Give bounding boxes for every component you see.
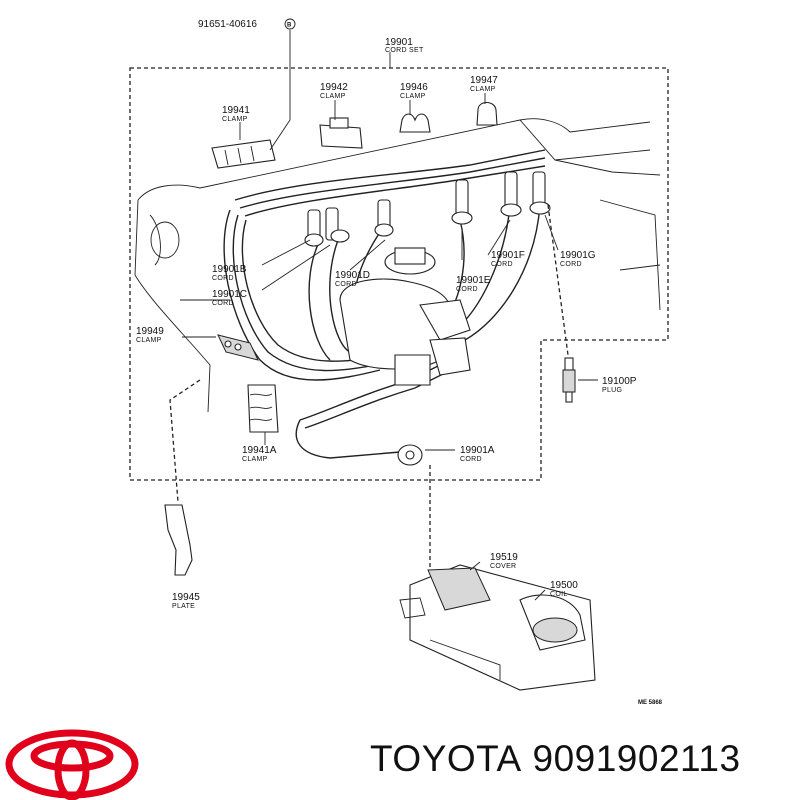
label-19946: 19946 bbox=[400, 82, 428, 93]
label-19901f: 19901F bbox=[491, 250, 525, 261]
part-number: 9091902113 bbox=[532, 738, 741, 779]
distributor bbox=[339, 247, 471, 386]
diagram-code: ME 5868 bbox=[638, 700, 663, 706]
label-19942: 19942 bbox=[320, 82, 348, 93]
svg-text:CORD: CORD bbox=[560, 261, 582, 268]
svg-text:CORD: CORD bbox=[335, 281, 357, 288]
label-19945: 19945 bbox=[172, 592, 200, 603]
svg-text:CLAMP: CLAMP bbox=[242, 456, 268, 463]
label-19901g: 19901G bbox=[560, 250, 596, 261]
label-19901c: 19901C bbox=[212, 289, 247, 300]
label-19949: 19949 bbox=[136, 326, 164, 337]
toyota-logo bbox=[5, 729, 139, 800]
svg-text:CORD SET: CORD SET bbox=[385, 47, 424, 54]
clamp-19949 bbox=[217, 334, 259, 361]
label-19901b: 19901B bbox=[212, 264, 247, 275]
label-91651-40616: 91651-40616 bbox=[198, 19, 257, 30]
brand-name: TOYOTA bbox=[370, 738, 522, 779]
ignition-coil bbox=[399, 564, 596, 691]
svg-text:COVER: COVER bbox=[490, 563, 516, 570]
svg-text:CORD: CORD bbox=[212, 300, 234, 307]
label-19901: 19901 bbox=[385, 37, 413, 48]
ignition-wire-bundle bbox=[223, 149, 546, 429]
label-19901d: 19901D bbox=[335, 270, 370, 281]
svg-text:CLAMP: CLAMP bbox=[222, 116, 248, 123]
label-19500: 19500 bbox=[550, 580, 578, 591]
svg-text:B: B bbox=[287, 23, 292, 29]
plate-19945 bbox=[164, 379, 201, 576]
svg-text:PLUG: PLUG bbox=[602, 387, 622, 394]
svg-text:CORD: CORD bbox=[456, 286, 478, 293]
coil-cord bbox=[295, 419, 431, 570]
label-19941: 19941 bbox=[222, 105, 250, 116]
cord-set-boundary bbox=[129, 67, 669, 481]
label-19901a: 19901A bbox=[460, 445, 495, 456]
label-19947: 19947 bbox=[470, 75, 498, 86]
label-19519: 19519 bbox=[490, 552, 518, 563]
svg-text:CORD: CORD bbox=[212, 275, 234, 282]
brand-line: TOYOTA 9091902113 bbox=[370, 738, 741, 780]
top-clamps bbox=[211, 101, 498, 169]
svg-text:CORD: CORD bbox=[491, 261, 513, 268]
svg-text:CLAMP: CLAMP bbox=[470, 86, 496, 93]
svg-text:CORD: CORD bbox=[460, 456, 482, 463]
spark-plug bbox=[547, 204, 576, 403]
label-19941a: 19941A bbox=[242, 445, 277, 456]
svg-text:CLAMP: CLAMP bbox=[320, 93, 346, 100]
label-19901e: 19901E bbox=[456, 275, 491, 286]
clamp-19941a bbox=[247, 384, 279, 433]
label-19100p: 19100P bbox=[602, 376, 637, 387]
callout-marker bbox=[284, 18, 296, 30]
engine-block bbox=[134, 118, 661, 413]
svg-text:CLAMP: CLAMP bbox=[136, 337, 162, 344]
footer: TOYOTA 9091902113 bbox=[0, 700, 800, 800]
svg-text:COIL: COIL bbox=[550, 591, 568, 598]
leader-lines bbox=[182, 30, 598, 601]
svg-text:PLATE: PLATE bbox=[172, 603, 195, 610]
part-labels: 91651-40616 B 19901 CORD SET 19942 CLAMP… bbox=[136, 18, 663, 706]
svg-text:CLAMP: CLAMP bbox=[400, 93, 426, 100]
plug-boots bbox=[304, 171, 551, 247]
